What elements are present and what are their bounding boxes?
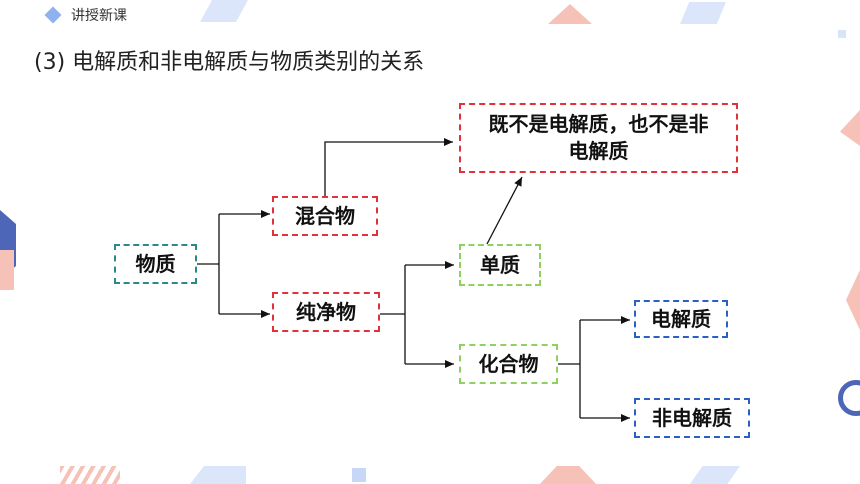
node-element: 单质 bbox=[459, 244, 541, 286]
edge-mixture-to-neither bbox=[324, 138, 453, 196]
node-mixture: 混合物 bbox=[272, 196, 378, 236]
deco-bottom-square bbox=[352, 468, 366, 482]
node-electrolyte: 电解质 bbox=[634, 300, 728, 338]
deco-bottom-blue bbox=[190, 466, 246, 484]
deco-top-blue-2 bbox=[680, 2, 726, 24]
section-label: 讲授新课 bbox=[71, 8, 127, 24]
deco-bottom-blue-2 bbox=[690, 466, 740, 484]
node-neither: 既不是电解质，也不是非电解质 bbox=[459, 103, 738, 173]
deco-bottom-red bbox=[540, 466, 596, 484]
node-compound: 化合物 bbox=[459, 344, 558, 384]
deco-right-square bbox=[838, 30, 846, 38]
section-header: 讲授新课 bbox=[44, 4, 127, 26]
node-non-electrolyte: 非电解质 bbox=[634, 398, 750, 438]
edge-element-to-neither bbox=[486, 176, 523, 245]
deco-right-ring bbox=[838, 380, 860, 416]
node-substance: 物质 bbox=[114, 244, 197, 284]
deco-bottom-stripes bbox=[60, 466, 120, 484]
deco-left-red bbox=[0, 250, 14, 290]
deco-top-blue bbox=[200, 0, 248, 22]
page-title: (3) 电解质和非电解质与物质类别的关系 bbox=[34, 50, 425, 75]
node-pure-substance: 纯净物 bbox=[272, 292, 380, 332]
